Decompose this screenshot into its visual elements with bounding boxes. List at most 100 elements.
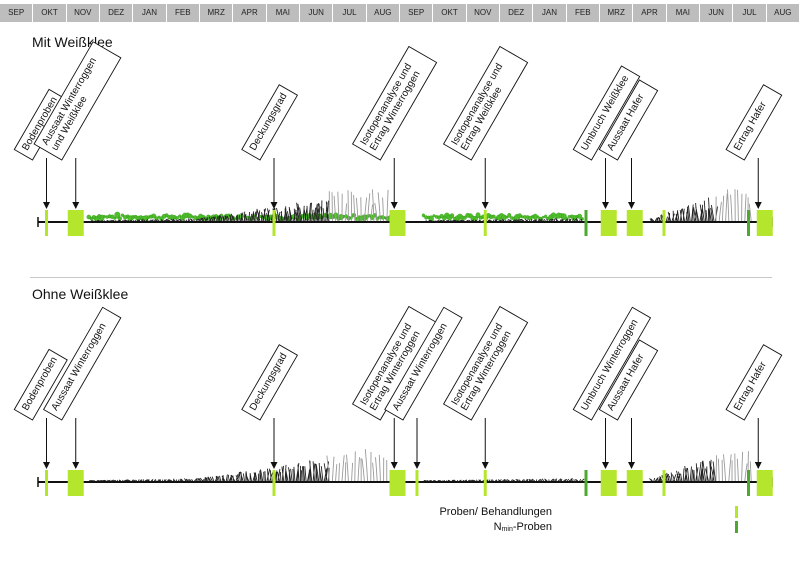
rye-seedlings-ohne (89, 478, 205, 482)
annotation-box-ohne-2: Deckungsgrad (241, 344, 299, 421)
annotation-frame-ohne-0 (13, 348, 68, 421)
annotation-frame-mit-5 (572, 65, 641, 161)
annotation-box-ohne-8: Ertrag Hafer (725, 344, 783, 421)
oat-mature-mit (715, 189, 752, 222)
legend-nmin-rest: -Proben (512, 521, 552, 533)
month-cell-21: JUN (700, 4, 733, 22)
treatment-box-mit-3 (626, 210, 643, 236)
month-cell-12: SEP (400, 4, 433, 22)
treatment-box-ohne-4 (756, 470, 773, 496)
annotation-arrow-head-mit-6 (628, 202, 635, 209)
month-cell-0: SEP (0, 4, 33, 22)
section-divider (30, 277, 772, 278)
annotation-arrow-head-mit-7 (754, 202, 762, 209)
nmin-tick-mit-1 (747, 210, 750, 236)
vegetation-ohne (89, 449, 752, 482)
treatment-box-ohne-0 (67, 470, 84, 496)
probe-tick-mit-2 (483, 210, 487, 236)
annotation-arrow-head-ohne-5 (481, 462, 489, 469)
month-cell-20: MAI (666, 4, 699, 22)
month-cell-13: OKT (433, 4, 466, 22)
month-cell-10: JUL (333, 4, 366, 22)
legend-swatch-probes (735, 506, 738, 518)
treatment-box-ohne-3 (626, 470, 643, 496)
annotation-arrow-head-ohne-0 (43, 462, 50, 469)
month-cell-11: AUG (366, 4, 399, 22)
treatment-box-mit-1 (389, 210, 406, 236)
vegetation-mit (86, 189, 752, 222)
annotation-frame-ohne-4 (384, 306, 463, 421)
month-cell-19: APR (633, 4, 666, 22)
month-cell-6: MRZ (200, 4, 233, 22)
legend-nmin-main: N (493, 521, 502, 533)
oat-growth-mit (649, 197, 718, 222)
rye-regrowth-mit (425, 217, 583, 222)
month-cell-7: APR (233, 4, 266, 22)
annotation-mit-2: Deckungsgrad (241, 84, 299, 209)
month-cell-1: OKT (33, 4, 66, 22)
annotation-arrow-head-mit-4 (481, 202, 489, 209)
month-cell-18: MRZ (600, 4, 633, 22)
oat-mature-ohne (715, 451, 752, 482)
legend-swatch-nmin (735, 521, 738, 533)
annotation-arrow-head-ohne-8 (754, 462, 762, 469)
month-cell-14: NOV (466, 4, 499, 22)
probe-tick-mit-3 (662, 210, 666, 236)
month-cell-5: FEB (166, 4, 199, 22)
annotation-arrow-head-ohne-4 (413, 462, 421, 469)
probe-tick-ohne-2 (415, 470, 419, 496)
annotation-arrow-head-ohne-6 (602, 462, 609, 469)
legend-nmin-sub: min (501, 526, 513, 533)
annotation-arrow-head-mit-0 (43, 202, 50, 209)
month-cell-17: FEB (566, 4, 599, 22)
annotation-ohne-1: Aussaat Winterroggen (42, 306, 122, 469)
annotation-frame-ohne-5 (442, 305, 529, 421)
annotation-box-mit-7: Ertrag Hafer (725, 84, 783, 161)
annotation-arrow-head-mit-5 (602, 202, 609, 209)
rye-growth-ohne (199, 460, 330, 482)
legend-label-probes: Proben/ Behandlungen (439, 506, 552, 518)
annotation-frame-mit-4 (442, 45, 529, 161)
treatment-box-mit-0 (67, 210, 84, 236)
probe-tick-mit-1 (272, 210, 276, 236)
annotation-frame-ohne-7 (598, 339, 659, 421)
annotation-mit-7: Ertrag Hafer (725, 84, 783, 209)
rye-seedlings-mit (90, 217, 203, 222)
annotation-arrow-head-ohne-3 (390, 462, 398, 469)
treatment-box-mit-4 (756, 210, 773, 236)
annotation-frame-ohne-1 (42, 306, 122, 421)
month-cell-16: JAN (533, 4, 566, 22)
probe-tick-ohne-0 (45, 470, 48, 496)
annotation-arrow-head-ohne-2 (270, 462, 278, 469)
month-cell-8: MAI (266, 4, 299, 22)
annotation-frame-mit-3 (351, 45, 438, 161)
annotation-frame-ohne-8 (725, 344, 783, 421)
annotation-arrow-head-mit-2 (270, 202, 278, 209)
annotation-box-mit-2: Deckungsgrad (241, 84, 299, 161)
nmin-tick-ohne-1 (747, 470, 750, 496)
legend-label-nmin: Nmin-Proben (494, 520, 552, 537)
rye-mature-ohne (326, 449, 388, 482)
probe-tick-ohne-1 (272, 470, 276, 496)
annotation-frame-mit-6 (598, 79, 659, 161)
month-cell-2: NOV (66, 4, 99, 22)
annotation-frame-ohne-6 (572, 306, 652, 421)
rye-regrowth-ohne (423, 478, 585, 482)
nmin-tick-mit-0 (584, 210, 588, 236)
month-cell-4: JAN (133, 4, 166, 22)
annotation-ohne-2: Deckungsgrad (241, 344, 299, 469)
treatment-box-ohne-2 (600, 470, 617, 496)
annotation-ohne-8: Ertrag Hafer (725, 344, 783, 469)
oat-growth-ohne (649, 459, 716, 482)
annotation-arrow-head-mit-3 (390, 202, 398, 209)
